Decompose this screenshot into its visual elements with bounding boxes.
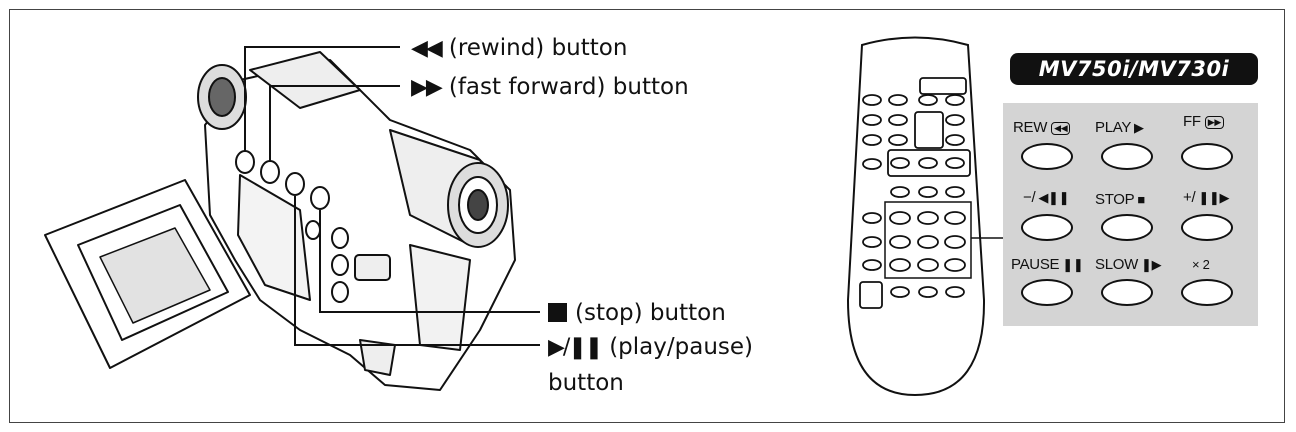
play-pause-icon: ▶/❚❚ <box>548 335 603 360</box>
stop-button[interactable] <box>1101 214 1153 241</box>
fast-forward-callout-text: (fast forward) button <box>448 74 689 100</box>
rewind-callout-text: (rewind) button <box>448 35 628 61</box>
frame-back-key-label: −/◀❚❚ <box>1023 189 1070 206</box>
ff-button[interactable] <box>1181 143 1233 170</box>
slow-key-label: SLOW❚▶ <box>1095 256 1162 273</box>
pause-key-label: PAUSE❚❚ <box>1011 256 1084 273</box>
pause-button[interactable] <box>1021 279 1073 306</box>
callout-leader-lines <box>244 46 540 346</box>
camcorder-illustration <box>44 51 516 391</box>
stop-callout-text: (stop) button <box>575 300 726 326</box>
stop-icon <box>548 303 567 322</box>
rew-key-label: REW◀◀ <box>1013 119 1071 136</box>
remote-control-illustration <box>846 36 1003 397</box>
figure-frame <box>9 9 1285 423</box>
stop-key-label: STOP■ <box>1095 191 1145 208</box>
frame-forward-button[interactable] <box>1181 214 1233 241</box>
stop-icon: ■ <box>1137 192 1145 207</box>
rewind-icon: ◀◀ <box>1051 122 1071 135</box>
frame-back-icon: ◀❚❚ <box>1038 190 1070 205</box>
play-pause-callout-text: (play/pause) <box>609 334 753 360</box>
remote-key-panel: REW◀◀ PLAY▶ FF▶▶ −/◀❚❚ STOP■ +/❚❚▶ PAUSE… <box>1003 103 1258 326</box>
slow-icon: ❚▶ <box>1140 257 1162 272</box>
rewind-button-callout: ◀◀(rewind) button <box>411 33 627 64</box>
ff-key-label: FF▶▶ <box>1183 113 1224 130</box>
pause-icon: ❚❚ <box>1062 257 1084 272</box>
frame-forward-key-label: +/❚❚▶ <box>1183 189 1230 206</box>
play-icon: ▶ <box>1134 120 1144 135</box>
play-key-label: PLAY▶ <box>1095 119 1144 136</box>
rew-button[interactable] <box>1021 143 1073 170</box>
x2-key-label: × 2 <box>1189 256 1210 273</box>
play-button[interactable] <box>1101 143 1153 170</box>
model-label: MV750i/MV730i <box>1010 53 1258 85</box>
play-pause-button-callout: ▶/❚❚(play/pause) <box>548 332 753 363</box>
frame-back-button[interactable] <box>1021 214 1073 241</box>
x2-speed-label: × 2 <box>1192 257 1210 272</box>
slow-button[interactable] <box>1101 279 1153 306</box>
fast-forward-icon: ▶▶ <box>1204 116 1224 129</box>
x2-button[interactable] <box>1181 279 1233 306</box>
play-pause-callout-text-line2: button <box>548 370 624 396</box>
frame-forward-icon: ❚❚▶ <box>1198 190 1230 205</box>
fast-forward-icon: ▶▶ <box>411 75 443 100</box>
fast-forward-button-callout: ▶▶(fast forward) button <box>411 72 689 103</box>
stop-button-callout: (stop) button <box>548 298 726 328</box>
rewind-icon: ◀◀ <box>411 36 443 61</box>
